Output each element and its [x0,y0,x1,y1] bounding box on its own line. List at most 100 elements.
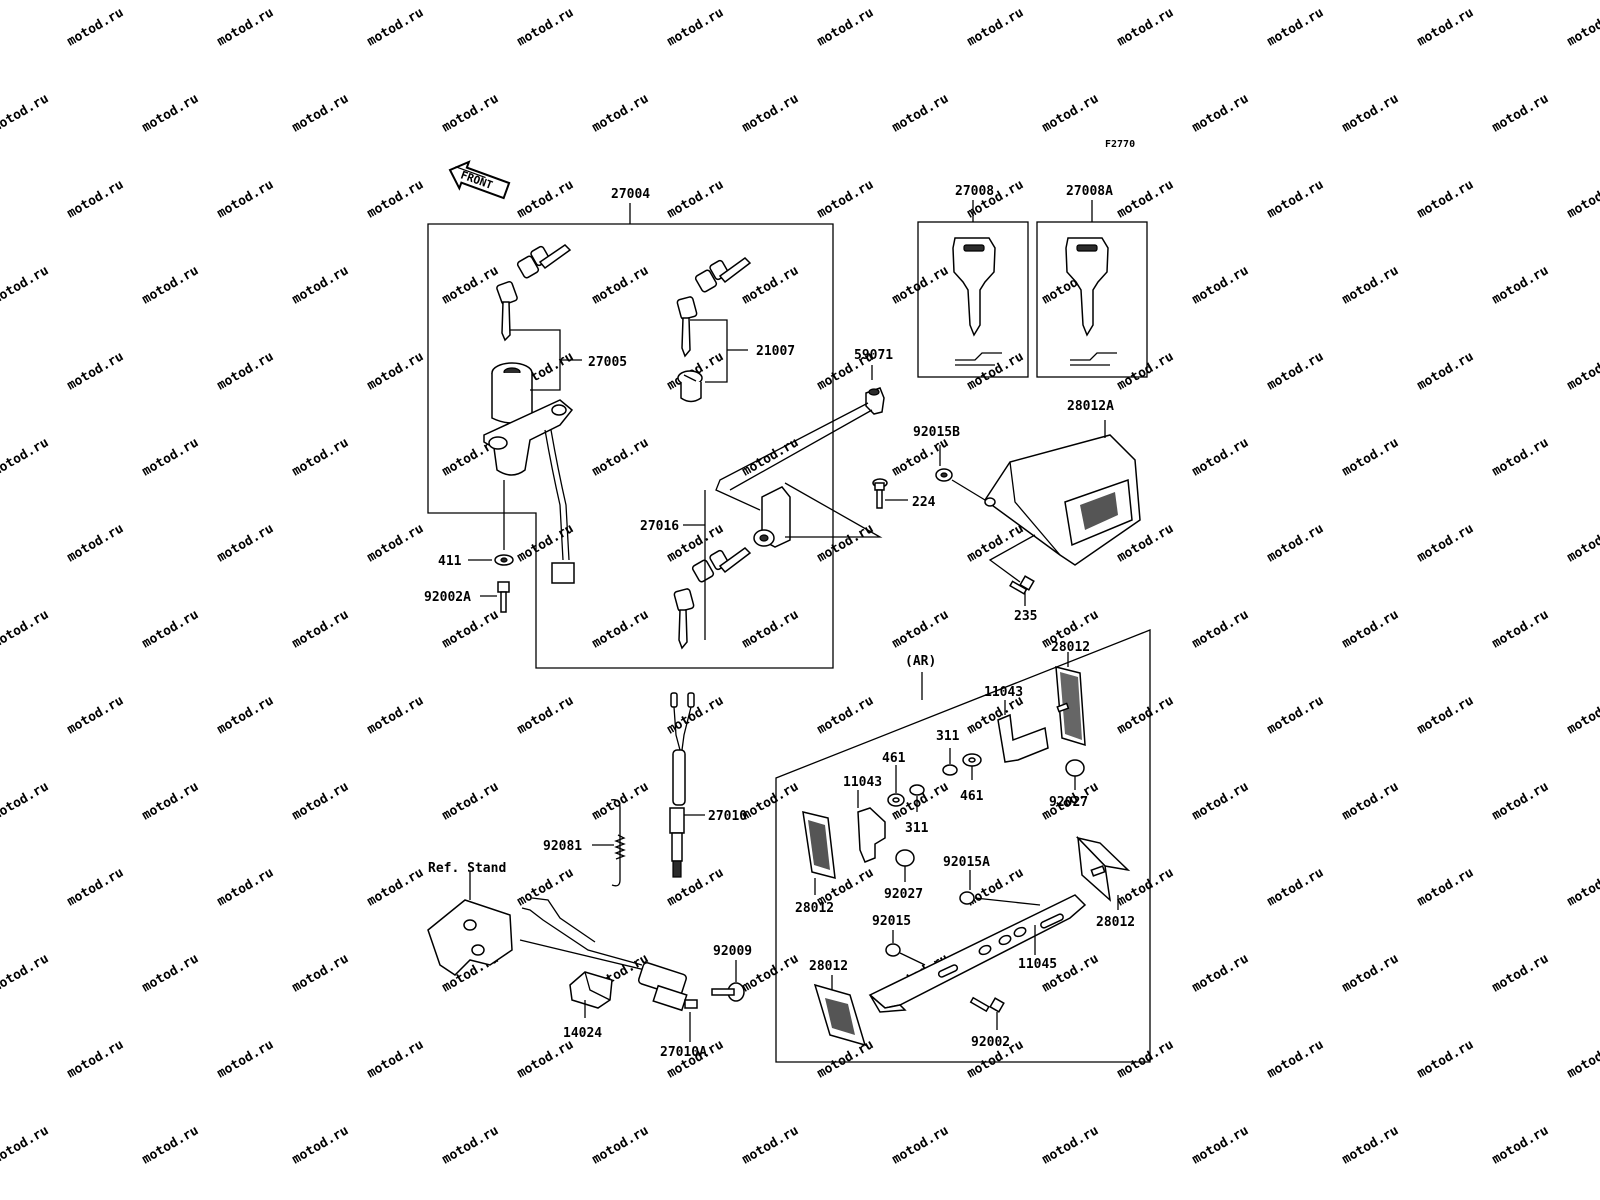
watermark-text: motod.ru [515,5,577,49]
watermark-text: motod.ru [1340,607,1402,651]
label-92027-right: 92027 [1049,795,1088,810]
watermark-text: motod.ru [1190,607,1252,651]
watermark-text: motod.ru [65,865,127,909]
label-27004: 27004 [611,187,650,202]
watermark-text: motod.ru [1415,5,1477,49]
grommet-92027-mid [895,849,915,882]
watermark-text: motod.ru [290,951,352,995]
reflector-28012-bottom [813,975,867,1047]
label-92002A: 92002A [424,590,471,605]
watermark-text: motod.ru [365,1037,427,1081]
watermark-text: motod.ru [1565,521,1600,565]
watermark-text: motod.ru [815,1037,877,1081]
reflector-housing-28012A [983,420,1141,566]
watermark-text: motod.ru [1415,693,1477,737]
watermark-text: motod.ru [65,177,127,221]
part-labels: F2770 27004 27005 21007 27016 411 92002A… [424,139,1135,1060]
watermark-text: motod.ru [1490,435,1552,479]
bracket-11043-top [997,700,1049,763]
watermark-text: motod.ru [1415,1037,1477,1081]
watermark-text: motod.ru [1490,1123,1552,1167]
label-59071: 59071 [854,348,893,363]
reflector-28012-top [1055,652,1086,747]
watermark-text: motod.ru [365,349,427,393]
watermark-text: motod.ru [1340,779,1402,823]
watermark-text: motod.ru [590,263,652,307]
watermark-text: motod.ru [965,349,1027,393]
key-set-left [496,244,572,342]
watermark-text: motod.ru [365,865,427,909]
watermark-text: motod.ru [1190,263,1252,307]
grommet-92027-right [1065,759,1085,790]
watermark-text: motod.ru [815,177,877,221]
watermark-text: motod.ru [1565,349,1600,393]
watermark-text: motod.ru [965,521,1027,565]
watermark-text: motod.ru [815,521,877,565]
watermark-text: motod.ru [1490,91,1552,135]
watermark-text: motod.ru [1565,865,1600,909]
label-235: 235 [1014,609,1037,624]
watermark-text: motod.ru [0,91,51,135]
label-14024: 14024 [563,1026,602,1041]
label-92002: 92002 [971,1035,1010,1050]
watermark-text: motod.ru [515,1037,577,1081]
watermark-text: motod.ru [215,1037,277,1081]
reflector-28012-right [1075,835,1131,910]
bolt-92002A [480,581,510,613]
washer-461-top [962,753,982,780]
label-27016: 27016 [640,519,679,534]
watermark-text: motod.ru [1340,1123,1402,1167]
watermark-text: motod.ru [890,91,952,135]
watermark-text: motod.ru [1190,779,1252,823]
watermark-text: motod.ru [740,607,802,651]
watermark-text: motod.ru [290,779,352,823]
watermark-text: motod.ru [1565,693,1600,737]
figure-code: F2770 [1105,139,1135,150]
watermark-text: motod.ru [1190,435,1252,479]
bracket-11045 [868,894,1087,1013]
label-311-top: 311 [936,729,960,744]
watermark-text: motod.ru [290,91,352,135]
watermark-text: motod.ru [0,435,51,479]
watermark-text: motod.ru [1115,1037,1177,1081]
label-92027-mid: 92027 [884,887,923,902]
watermark-text: motod.ru [365,521,427,565]
watermark-text: motod.ru [140,779,202,823]
watermark-text: motod.ru [1490,607,1552,651]
label-ref-stand: Ref. Stand [428,861,506,876]
watermark-text: motod.ru [290,435,352,479]
watermark-text: motod.ru [1415,865,1477,909]
watermark-text: motod.ru [740,779,802,823]
watermark-text: motod.ru [1265,1037,1327,1081]
watermark-text: motod.ru [1040,91,1102,135]
label-28012-left: 28012 [795,901,834,916]
watermark-text: motod.ru [65,349,127,393]
watermark-text: motod.ru [0,263,51,307]
watermark-text: motod.ru [440,1123,502,1167]
watermark-text: motod.ru [140,607,202,651]
watermark-text: motod.ru [1415,521,1477,565]
watermark-text: motod.ru [1265,177,1327,221]
watermark-text: motod.ru [215,521,277,565]
clamp-14024 [569,971,613,1018]
label-27008A: 27008A [1066,184,1113,199]
watermark-text: motod.ru [1115,349,1177,393]
watermark-text: motod.ru [365,5,427,49]
ignition-switch [483,362,575,584]
watermark-text: motod.ru [515,693,577,737]
watermark-text: motod.ru [1415,177,1477,221]
watermark-text: motod.ru [65,5,127,49]
watermark-text: motod.ru [0,607,51,651]
watermark-text: motod.ru [215,693,277,737]
side-stand-reference [427,872,646,976]
key-set-lower [673,547,752,650]
screw-235 [988,534,1036,606]
label-27005: 27005 [588,355,627,370]
label-11043-mid: 11043 [843,775,882,790]
bolt-224 [872,478,908,509]
label-28012-right: 28012 [1096,915,1135,930]
watermark-text: motod.ru [515,865,577,909]
watermark-text: motod.ru [215,349,277,393]
watermark-text: motod.ru [65,1037,127,1081]
bracket-11043-mid [857,790,886,863]
